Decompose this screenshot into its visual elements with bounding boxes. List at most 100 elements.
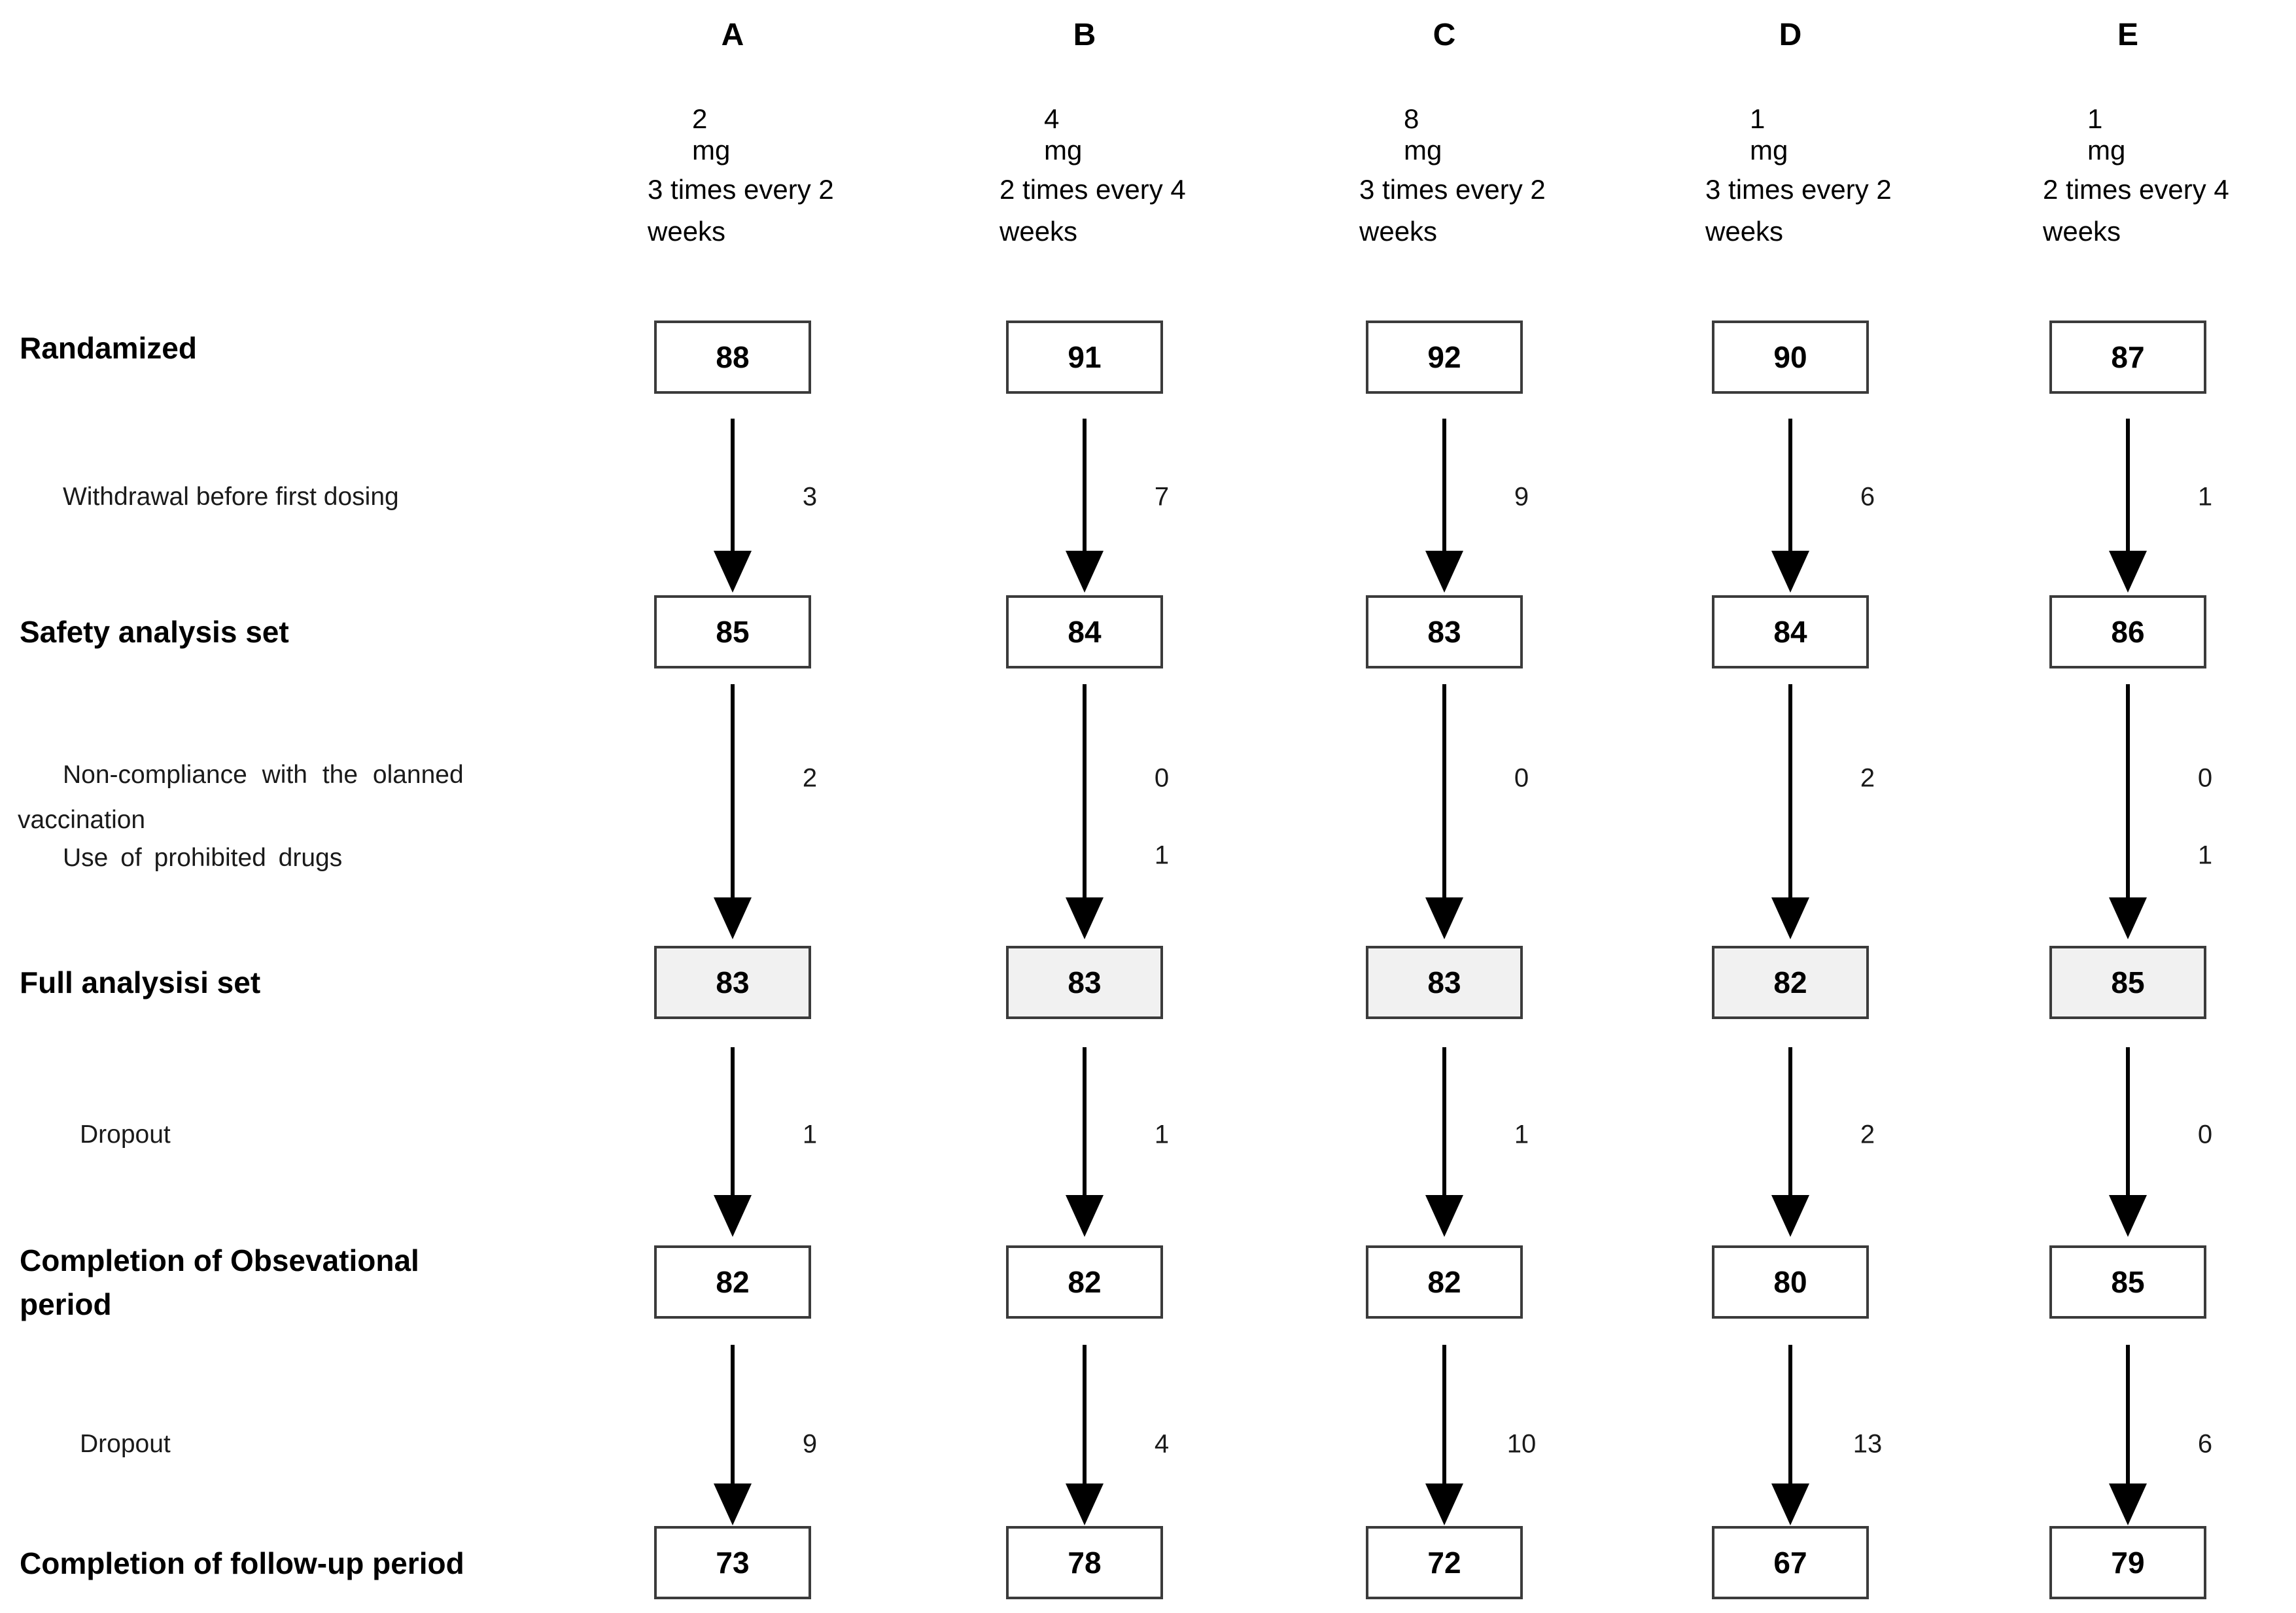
arrow-line bbox=[2126, 419, 2130, 552]
row-label-completion-followup: Completion of follow-up period bbox=[20, 1546, 464, 1580]
arm-letter: B bbox=[1073, 18, 1096, 52]
count-dropout-2: 9 bbox=[802, 1429, 818, 1459]
row-label-dropout-2: Dropout bbox=[80, 1430, 171, 1458]
flow-box-safety: 83 bbox=[1366, 595, 1523, 668]
row-label-prohibited-drugs: Use of prohibited drugs bbox=[63, 844, 343, 872]
arrow-line bbox=[2126, 1345, 2130, 1485]
arrow-down-icon bbox=[714, 1195, 752, 1237]
flow-box-randomized: 92 bbox=[1366, 321, 1523, 394]
arrow-line bbox=[1788, 684, 1792, 899]
count-withdrawal: 7 bbox=[1154, 482, 1170, 512]
count-withdrawal: 3 bbox=[802, 482, 818, 512]
flow-box-randomized: 91 bbox=[1006, 321, 1163, 394]
arm-dose: 1 mg bbox=[2087, 103, 2126, 165]
flow-box-full-analysis: 83 bbox=[654, 946, 811, 1019]
flow-box-full-analysis: 83 bbox=[1366, 946, 1523, 1019]
arm-letter: D bbox=[1779, 18, 1802, 52]
arrow-down-icon bbox=[1771, 551, 1809, 593]
arm-schedule: 2 times every 4 weeks bbox=[2043, 174, 2229, 247]
flow-box-safety: 84 bbox=[1712, 595, 1869, 668]
arrow-down-icon bbox=[1425, 1483, 1463, 1525]
arrow-line bbox=[731, 684, 735, 899]
arrow-line bbox=[731, 1345, 735, 1485]
flow-box-completion-followup: 78 bbox=[1006, 1526, 1163, 1599]
flow-box-safety: 86 bbox=[2049, 595, 2206, 668]
arm-schedule: 3 times every 2 weeks bbox=[1359, 174, 1546, 247]
arrow-line bbox=[1788, 419, 1792, 552]
flow-box-completion-observational: 82 bbox=[654, 1245, 811, 1319]
arrow-down-icon bbox=[1066, 551, 1104, 593]
flow-box-completion-followup: 67 bbox=[1712, 1526, 1869, 1599]
row-label-safety-analysis-set: Safety analysis set bbox=[20, 615, 289, 649]
count-dropout-2: 13 bbox=[1852, 1429, 1883, 1459]
arrow-line bbox=[1083, 1047, 1087, 1196]
flow-box-randomized: 88 bbox=[654, 321, 811, 394]
row-label-noncompliance-line1: Non-compliance with the olanned bbox=[63, 761, 464, 789]
flow-box-safety: 85 bbox=[654, 595, 811, 668]
count-withdrawal: 6 bbox=[1860, 482, 1875, 512]
arrow-line bbox=[1788, 1047, 1792, 1196]
arm-dose: 2 mg bbox=[692, 103, 731, 165]
arrow-down-icon bbox=[1425, 551, 1463, 593]
arm-schedule: 2 times every 4 weeks bbox=[1000, 174, 1186, 247]
arrow-line bbox=[1442, 684, 1446, 899]
arrow-down-icon bbox=[1066, 1195, 1104, 1237]
arrow-down-icon bbox=[1771, 1195, 1809, 1237]
count-prohibited: 1 bbox=[2197, 841, 2213, 870]
arrow-line bbox=[1442, 419, 1446, 552]
flow-box-safety: 84 bbox=[1006, 595, 1163, 668]
count-dropout-1: 0 bbox=[2197, 1120, 2213, 1149]
row-label-withdrawal: Withdrawal before first dosing bbox=[63, 483, 399, 511]
arm-schedule: 3 times every 2 weeks bbox=[1705, 174, 1892, 247]
count-dropout-2: 10 bbox=[1506, 1429, 1537, 1459]
arrow-down-icon bbox=[1425, 897, 1463, 939]
arm-schedule: 3 times every 2 weeks bbox=[648, 174, 834, 247]
arrow-down-icon bbox=[714, 551, 752, 593]
count-dropout-1: 1 bbox=[802, 1120, 818, 1149]
arrow-down-icon bbox=[1771, 897, 1809, 939]
count-withdrawal: 9 bbox=[1514, 482, 1529, 512]
arm-dose: 1 mg bbox=[1750, 103, 1788, 165]
count-dropout-2: 6 bbox=[2197, 1429, 2213, 1459]
flow-box-completion-observational: 80 bbox=[1712, 1245, 1869, 1319]
arrow-line bbox=[1083, 1345, 1087, 1485]
count-dropout-1: 2 bbox=[1860, 1120, 1875, 1149]
count-dropout-1: 1 bbox=[1514, 1120, 1529, 1149]
arrow-down-icon bbox=[714, 1483, 752, 1525]
flow-box-completion-followup: 79 bbox=[2049, 1526, 2206, 1599]
arrow-line bbox=[1442, 1047, 1446, 1196]
arrow-line bbox=[2126, 1047, 2130, 1196]
row-label-noncompliance-line2: vaccination bbox=[18, 806, 146, 834]
arm-dose: 4 mg bbox=[1044, 103, 1083, 165]
flow-box-completion-followup: 73 bbox=[654, 1526, 811, 1599]
flow-box-full-analysis: 83 bbox=[1006, 946, 1163, 1019]
arrow-line bbox=[1083, 684, 1087, 899]
arm-dose: 8 mg bbox=[1404, 103, 1442, 165]
arrow-line bbox=[2126, 684, 2130, 899]
row-label-dropout-1: Dropout bbox=[80, 1120, 171, 1149]
flow-box-completion-observational: 85 bbox=[2049, 1245, 2206, 1319]
arrow-down-icon bbox=[714, 897, 752, 939]
count-prohibited: 1 bbox=[1154, 841, 1170, 870]
row-label-full-analysis-set: Full analysisi set bbox=[20, 965, 261, 999]
arrow-down-icon bbox=[1066, 897, 1104, 939]
arm-letter: A bbox=[721, 18, 744, 52]
flow-box-completion-observational: 82 bbox=[1006, 1245, 1163, 1319]
arrow-down-icon bbox=[2109, 897, 2147, 939]
count-dropout-2: 4 bbox=[1154, 1429, 1170, 1459]
flow-box-full-analysis: 85 bbox=[2049, 946, 2206, 1019]
count-dropout-1: 1 bbox=[1154, 1120, 1170, 1149]
count-withdrawal: 1 bbox=[2197, 482, 2213, 512]
flow-box-completion-followup: 72 bbox=[1366, 1526, 1523, 1599]
arrow-line bbox=[731, 419, 735, 552]
row-label-randomized: Randamized bbox=[20, 331, 197, 365]
count-noncompliance: 0 bbox=[1514, 763, 1529, 793]
arrow-down-icon bbox=[2109, 551, 2147, 593]
arrow-line bbox=[1083, 419, 1087, 552]
arrow-line bbox=[1788, 1345, 1792, 1485]
arrow-down-icon bbox=[1425, 1195, 1463, 1237]
arrow-down-icon bbox=[2109, 1483, 2147, 1525]
count-noncompliance: 2 bbox=[802, 763, 818, 793]
arm-letter: C bbox=[1433, 18, 1456, 52]
